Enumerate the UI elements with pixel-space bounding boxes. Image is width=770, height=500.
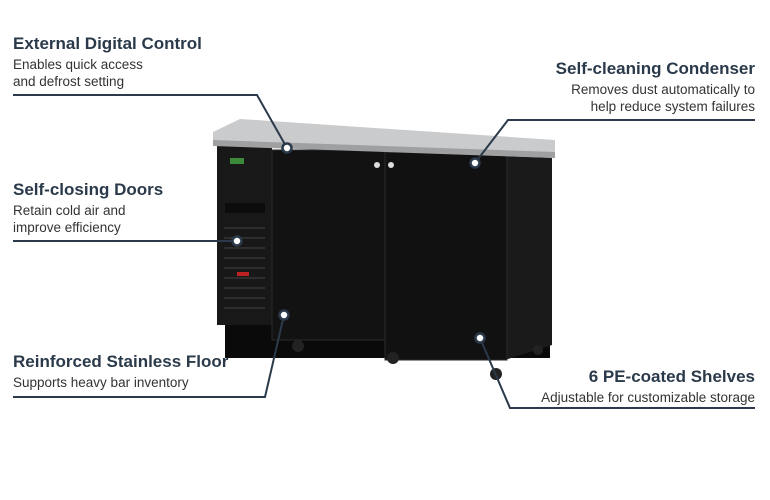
feature-title: Self-cleaning Condenser <box>555 59 755 78</box>
leader-lines <box>13 94 755 409</box>
callout-doors: Self-closing Doors Retain cold air and im… <box>13 180 163 236</box>
leader-line-condenser <box>474 119 755 164</box>
feature-desc: and defrost setting <box>13 74 125 89</box>
leader-line-shelves <box>479 337 755 409</box>
callout-digital-control: External Digital Control Enables quick a… <box>13 34 202 90</box>
feature-title: External Digital Control <box>13 34 202 53</box>
callout-condenser: Self-cleaning Condenser Removes dust aut… <box>556 59 755 115</box>
feature-desc: Enables quick access <box>13 57 143 72</box>
callout-shelves: 6 PE-coated Shelves Adjustable for custo… <box>541 367 755 406</box>
leader-line-floor <box>13 314 285 398</box>
feature-desc: Removes dust automatically to <box>571 82 755 97</box>
feature-desc: Retain cold air and <box>13 203 126 218</box>
feature-desc: Supports heavy bar inventory <box>13 375 189 390</box>
feature-desc: help reduce system failures <box>590 99 755 114</box>
feature-title: 6 PE-coated Shelves <box>588 367 755 386</box>
feature-desc: Adjustable for customizable storage <box>541 390 755 405</box>
callout-dots <box>231 142 486 344</box>
callout-floor: Reinforced Stainless Floor Supports heav… <box>13 352 228 391</box>
feature-desc: improve efficiency <box>13 220 121 235</box>
leader-line-digital-control <box>13 94 288 149</box>
feature-title: Self-closing Doors <box>13 180 164 199</box>
feature-title: Reinforced Stainless Floor <box>13 352 229 371</box>
back-bar-cooler <box>213 119 555 380</box>
